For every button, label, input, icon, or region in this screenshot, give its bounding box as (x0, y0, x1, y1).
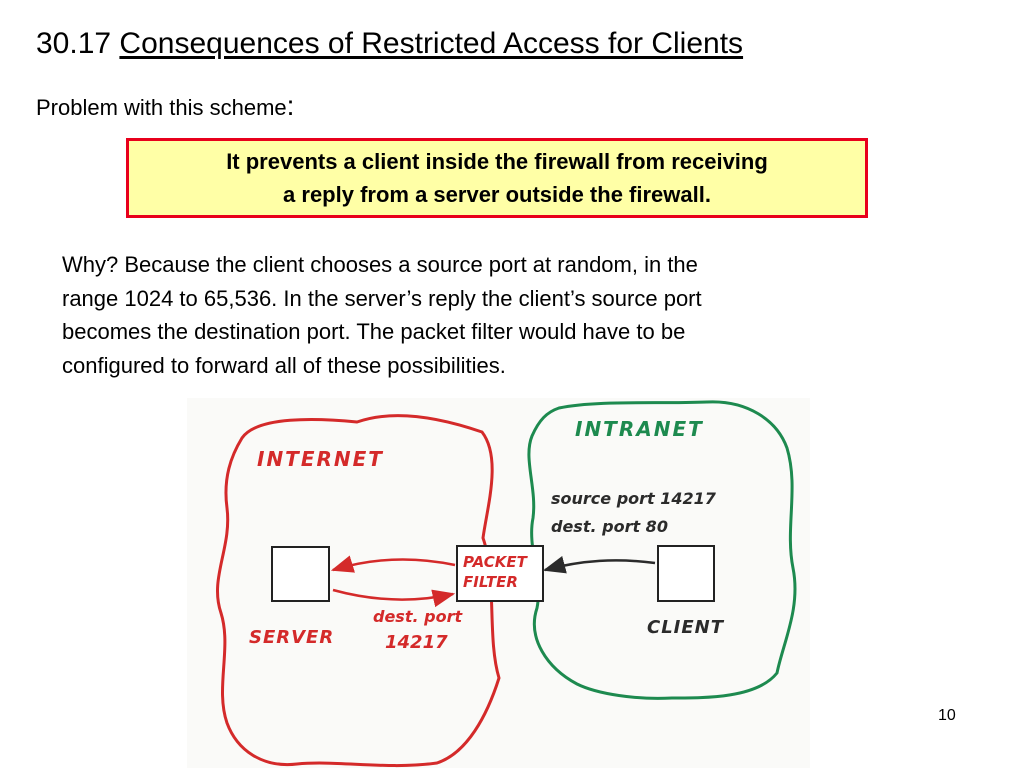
section-number: 30.17 (36, 27, 112, 60)
packet-filter-label: PACKET (463, 553, 529, 571)
page-number: 10 (938, 707, 956, 724)
outbound-arrow (542, 556, 656, 574)
packet-filter-label: FILTER (463, 573, 518, 591)
reply-arrow (332, 588, 456, 608)
callout-line: a reply from a server outside the firewa… (283, 182, 711, 207)
internet-cloud (216, 414, 501, 768)
subtitle-colon: : (286, 90, 295, 121)
outbound-port-annotation: source port 14217 (551, 489, 717, 508)
client-label: CLIENT (647, 617, 725, 638)
internet-label: INTERNET (257, 447, 384, 471)
forward-arrow (330, 555, 456, 573)
intranet-cloud (527, 400, 797, 700)
server-box (271, 546, 330, 602)
slide-title: 30.17 Consequences of Restricted Access … (36, 26, 743, 62)
reply-port-annotation: dest. port (373, 607, 463, 626)
intranet-label: INTRANET (575, 417, 704, 441)
packet-filter-box (456, 545, 544, 602)
paragraph-line: range 1024 to 65,536. In the server’s re… (62, 285, 702, 311)
callout-text: It prevents a client inside the firewall… (147, 145, 847, 211)
client-box (657, 545, 715, 602)
reply-port-annotation: 14217 (385, 632, 448, 653)
outbound-port-annotation: dest. port 80 (551, 517, 668, 536)
paragraph-line: becomes the destination port. The packet… (62, 319, 686, 344)
subtitle-text: Problem with this scheme (36, 95, 287, 120)
explanation-paragraph: Why? Because the client chooses a source… (62, 248, 922, 382)
callout-line: It prevents a client inside the firewall… (226, 149, 768, 174)
paragraph-line: Why? Because the client chooses a source… (62, 252, 698, 277)
firewall-diagram: INTERNET INTRANET SERVER CLIENT PACKET F… (187, 398, 810, 768)
paragraph-line: configured to forward all of these possi… (62, 352, 506, 378)
problem-callout: It prevents a client inside the firewall… (126, 138, 868, 218)
slide-heading: Consequences of Restricted Access for Cl… (119, 27, 744, 60)
slide-subtitle: Problem with this scheme: (36, 92, 294, 122)
server-label: SERVER (249, 627, 334, 648)
